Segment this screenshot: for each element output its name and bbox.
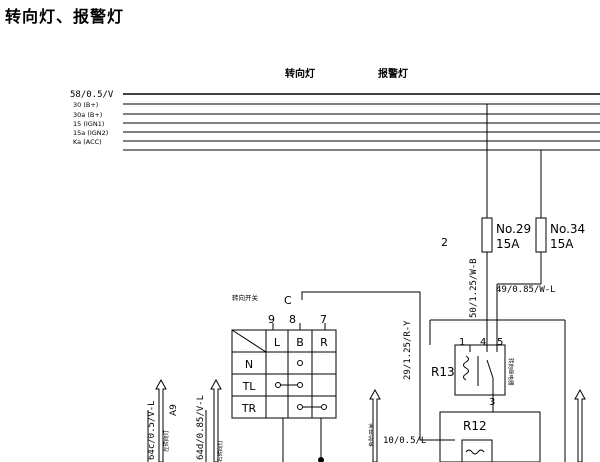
bus-label-15a: 15a (IGN2) [73,129,108,137]
r13-label: 转向继电器 [507,358,515,386]
pin-9: 9 [268,313,275,326]
left-wires [147,410,207,462]
header-turn: 转向灯 [285,67,315,80]
r12-name: R12 [463,419,487,433]
r13-pin-4: 4 [480,337,486,348]
row-tr: TR [241,402,257,415]
fuse-no29 [481,217,493,253]
col-r: R [320,336,328,349]
marker-2: 2 [441,236,448,249]
turn-switch-title: 转向开关 [232,293,259,302]
bus-label-30: 30 (B+) [73,101,98,109]
fuse-feeds [486,104,542,218]
right-arrow [574,388,586,462]
fuse-no34 [535,217,547,253]
r13-name: R13 [431,365,455,379]
bus-label-ka: Ka (ACC) [73,138,102,146]
row-tl: TL [242,380,257,393]
junction-dot [318,457,324,462]
row-n: N [245,358,253,371]
relay-r12 [439,411,541,462]
wire-label-49: 49/0.85/W-L [496,285,556,295]
bus-label-15: 15 (IGN1) [73,120,104,128]
pin-7: 7 [320,313,327,326]
fuse-34-rating: 15A [550,237,574,251]
wire-label-29: 29/1.25/R-Y [403,320,413,380]
fuse-34-name: No.34 [550,222,585,236]
switch-contacts [275,360,327,410]
turn-switch-grid [231,323,337,462]
wire-label-64c: 64c/0.5/V-L [147,400,157,460]
header-hazard: 报警灯 [378,67,408,80]
fuse-outputs [486,252,542,345]
r13-pin-5: 5 [497,337,503,348]
hazard-switch-label: 危险开关 [368,423,376,447]
r13-pin-1: 1 [459,337,465,348]
left-arrows [155,378,222,462]
pin-8: 8 [289,313,296,326]
bus-label-58: 58/0.5/V [70,90,114,100]
connector-c: C [284,294,292,307]
wire-label-64d: 64d/0.85/V-L [196,395,206,460]
hazard-arrow [369,388,381,462]
switch-feed-wire [301,291,455,441]
fuse-29-name: No.29 [496,222,531,236]
bus-label-30a: 30a (B+) [73,111,102,119]
wire-label-10: 10/0.5/L [383,436,426,446]
label-left-turn: 左转向灯 [162,429,170,452]
page-title: 转向灯、报警灯 [5,7,125,26]
label-a9: A9 [169,404,179,416]
label-right-turn: 右转向灯 [216,439,224,462]
col-l: L [274,336,281,349]
col-b: B [296,336,304,349]
power-bus [123,93,600,151]
wire-label-50: 50/1.25/W-B [469,258,479,318]
relay-r13 [429,319,566,462]
fuse-29-rating: 15A [496,237,520,251]
r13-pin-3: 3 [489,397,495,408]
